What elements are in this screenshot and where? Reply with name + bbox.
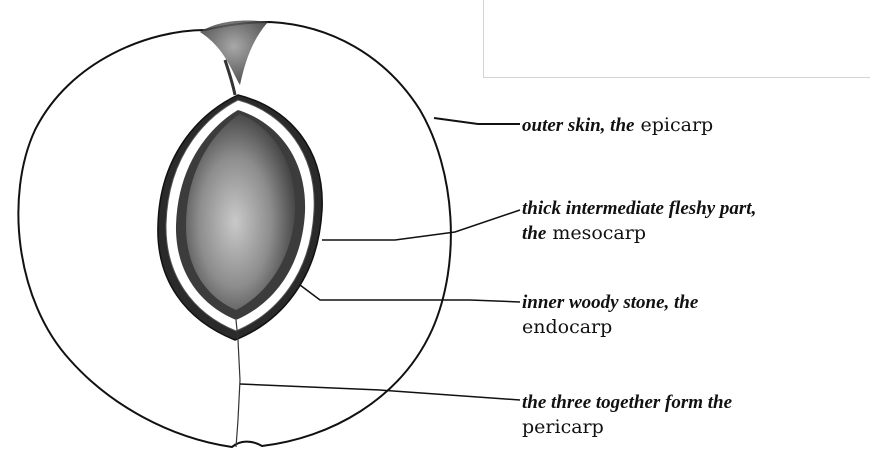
label-pericarp: the three together form the pericarp <box>522 390 732 440</box>
label-mesocarp-term: mesocarp <box>552 222 646 244</box>
label-pericarp-term: pericarp <box>522 416 604 438</box>
label-endocarp-term: endocarp <box>522 316 612 338</box>
stem-cavity <box>200 20 268 85</box>
label-pericarp-italic: the three together form the <box>522 392 732 413</box>
label-epicarp-term: epicarp <box>641 114 714 136</box>
label-mesocarp: thick intermediate fleshy part, the meso… <box>522 196 756 246</box>
label-mesocarp-italic-line1: thick intermediate fleshy part, <box>522 198 756 219</box>
leader-endocarp <box>300 285 520 302</box>
leader-epicarp <box>434 118 520 124</box>
label-endocarp-italic: inner woody stone, the <box>522 292 698 313</box>
label-endocarp: inner woody stone, the endocarp <box>522 290 698 340</box>
leader-mesocarp <box>322 210 520 240</box>
label-epicarp-italic: outer skin, the <box>522 115 634 136</box>
label-epicarp: outer skin, the epicarp <box>522 113 713 138</box>
label-mesocarp-italic-line2: the <box>522 223 546 244</box>
